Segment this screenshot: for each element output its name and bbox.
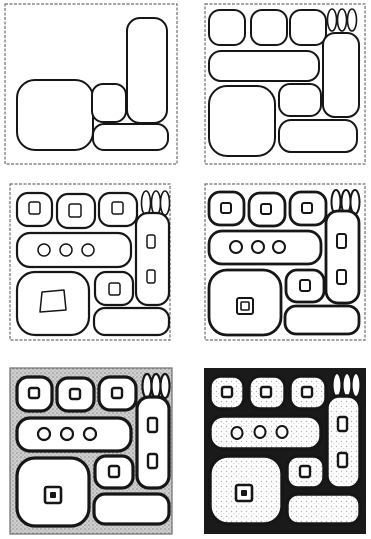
inner-marker	[232, 427, 243, 439]
cell-middle-small	[92, 84, 126, 122]
panel-6-svg	[190, 360, 371, 539]
inner-marker	[230, 241, 242, 253]
tiny-cell	[352, 373, 361, 397]
inner-marker	[338, 453, 347, 467]
inner-marker	[82, 244, 94, 256]
cell-bottom-right	[94, 308, 169, 335]
panel-3-svg	[0, 180, 190, 360]
panel-2-svg	[190, 0, 371, 180]
inner-marker	[69, 204, 81, 217]
tiny-cell	[161, 374, 170, 398]
panel-4	[190, 180, 371, 360]
cell-bottom-right	[285, 306, 359, 334]
inner-marker	[252, 241, 264, 253]
tiny-cell	[142, 191, 151, 215]
inner-marker	[29, 388, 39, 398]
inner-marker	[147, 235, 155, 248]
cell-wide-row	[209, 51, 319, 81]
inner-marker	[277, 426, 288, 438]
cell-bottom-right	[94, 494, 169, 524]
inner-marker	[273, 241, 285, 253]
inner-marker	[338, 417, 347, 431]
inner-marker	[112, 388, 122, 398]
inner-marker	[300, 466, 310, 477]
inner-marker	[38, 244, 50, 256]
tiny-cell	[152, 374, 161, 398]
inner-marker	[261, 204, 271, 214]
tiny-cell	[343, 373, 352, 397]
cell-tall-right	[323, 33, 359, 117]
inner-marker	[148, 418, 157, 432]
cell-bottom-left	[209, 86, 275, 156]
tiny-cell	[338, 9, 347, 31]
inner-marker	[147, 270, 155, 283]
inner-marker	[337, 270, 346, 284]
cell-tall-right	[137, 397, 169, 488]
cell-top-3	[290, 10, 326, 45]
cell-wide-row	[17, 233, 131, 267]
tiny-cell	[348, 9, 357, 31]
inner-marker	[261, 387, 271, 397]
inner-marker	[38, 428, 50, 440]
cell-tall-right	[327, 396, 360, 488]
tiny-cell	[351, 190, 360, 214]
cell-tall-right	[326, 211, 359, 303]
cell-tall-right	[136, 213, 169, 305]
cell-wide-row	[209, 231, 321, 264]
panel-2	[190, 0, 371, 180]
inner-marker	[337, 234, 346, 248]
inner-marker	[109, 283, 120, 295]
cell-bottom-right	[287, 494, 360, 524]
panel-5-svg	[0, 360, 190, 539]
panel-3	[0, 180, 190, 360]
inner-marker-core	[241, 490, 247, 496]
inner-marker	[300, 280, 310, 291]
tiny-cell	[143, 374, 152, 398]
inner-marker	[148, 454, 157, 468]
inner-marker	[61, 428, 73, 440]
cell-bottom-right	[279, 120, 357, 152]
cell-bottom-left	[17, 80, 93, 150]
tiny-cell	[333, 373, 342, 397]
cell-top-2	[251, 10, 287, 45]
inner-marker	[222, 387, 232, 397]
inner-marker	[302, 203, 312, 213]
inner-marker	[60, 244, 72, 256]
tiny-cell	[152, 191, 161, 215]
panel-6	[190, 360, 371, 539]
inner-marker	[29, 202, 40, 214]
inner-marker	[112, 202, 123, 214]
panel-5	[0, 360, 190, 539]
inner-marker	[109, 466, 119, 477]
inner-marker	[302, 387, 312, 397]
inner-marker	[40, 290, 66, 312]
cell-top-1	[209, 10, 245, 45]
panel-4-svg	[190, 180, 371, 360]
tiny-cell	[328, 9, 337, 31]
cell-middle	[279, 84, 321, 116]
inner-marker	[255, 426, 266, 438]
cell-bottom-right	[93, 124, 168, 150]
inner-marker-core	[241, 302, 249, 310]
inner-marker	[70, 389, 80, 399]
inner-marker	[84, 428, 96, 440]
inner-marker-core	[50, 492, 56, 498]
inner-marker	[221, 203, 231, 213]
panel-1	[0, 0, 190, 180]
cell-tall-right	[127, 18, 167, 123]
panel-1-svg	[0, 0, 190, 180]
tiny-cell	[161, 191, 170, 215]
